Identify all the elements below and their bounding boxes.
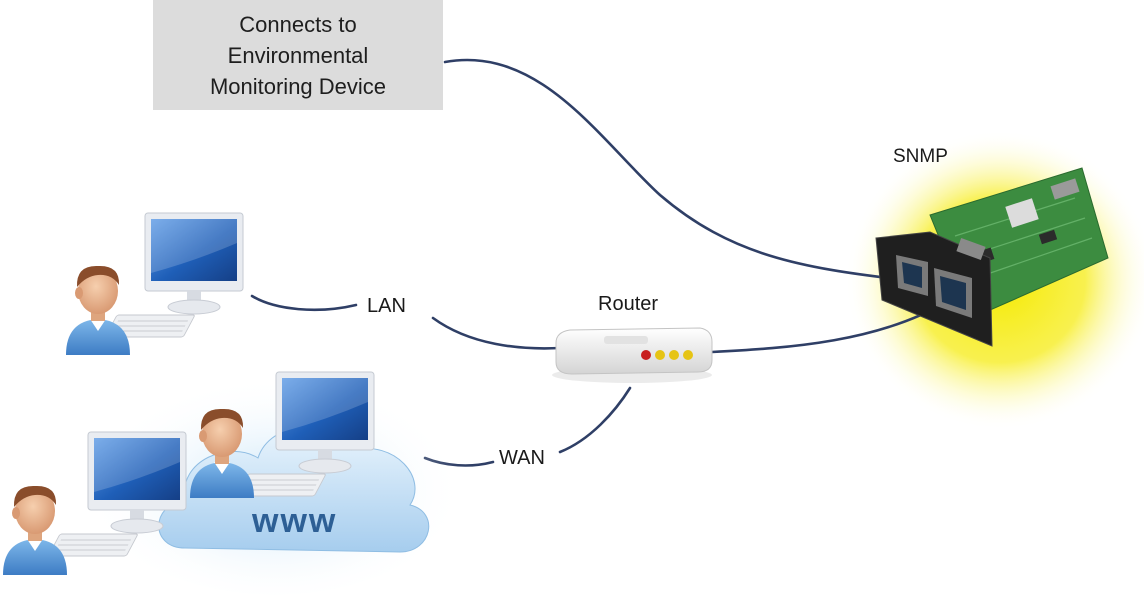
lan-workstation [66, 212, 244, 355]
router-label: Router [598, 293, 659, 315]
snmp-label: SNMP [893, 146, 948, 167]
router-icon [552, 327, 713, 383]
www-label: www [252, 502, 338, 540]
router-led-yellow [683, 350, 693, 360]
lan-label: LAN [367, 295, 406, 317]
user-icon [66, 265, 130, 355]
lan-cable-left [250, 294, 358, 312]
callout-box: Connects to Environmental Monitoring Dev… [153, 0, 443, 110]
callout-line-1: Connects to [239, 11, 357, 37]
router-led-red [641, 350, 651, 360]
user-icon [3, 485, 67, 575]
monitoring-cable [443, 58, 907, 282]
computer-icon [104, 212, 244, 338]
lan-cable-right [431, 316, 562, 350]
wan-label: WAN [499, 447, 545, 469]
callout-line-3: Monitoring Device [209, 73, 387, 99]
router-led-yellow [669, 350, 679, 360]
snmp-card-icon [875, 167, 1109, 347]
callout-line-2: Environmental [227, 42, 369, 68]
wan-cable-right [558, 386, 632, 454]
router-led-yellow [655, 350, 665, 360]
